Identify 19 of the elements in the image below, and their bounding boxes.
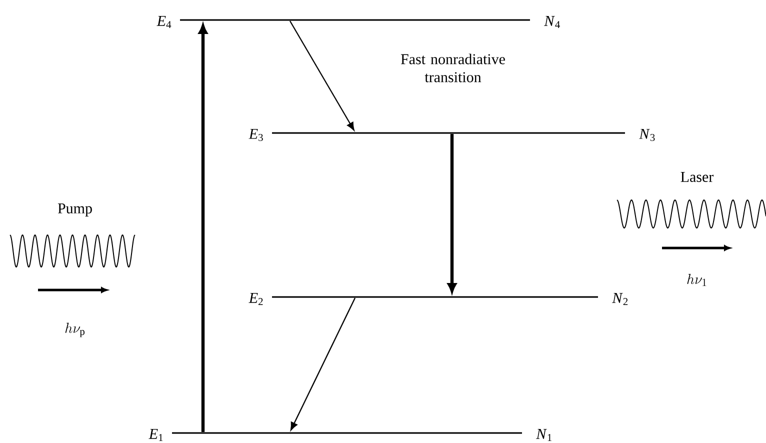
text-label: $h\nu_{1}$: [687, 274, 706, 286]
level-label: N$_{1}$: [536, 429, 552, 441]
text-label: Pump: [58, 204, 92, 216]
transition-arrow: [198, 24, 208, 432]
text-label: Fast nonradiative transition: [400, 54, 505, 82]
level-label: N$_{3}$: [639, 128, 655, 142]
transition-arrow: [289, 20, 354, 131]
energy-level-line: [180, 19, 530, 21]
energy-level-line: [172, 432, 522, 434]
transition-arrow: [290, 298, 356, 430]
energy-level-line: [272, 296, 598, 298]
level-label: N$_{2}$: [612, 293, 628, 305]
level-label: E$_{1}$: [148, 429, 163, 441]
level-label: E$_{4}$: [156, 16, 172, 28]
text-label: $h\nu_{\mathrm{p}}$: [65, 322, 84, 338]
text-label: Laser: [680, 172, 714, 182]
level-label: N$_{4}$: [544, 16, 560, 28]
level-label: E$_{2}$: [248, 293, 263, 305]
level-label: E$_{3}$: [248, 128, 263, 142]
